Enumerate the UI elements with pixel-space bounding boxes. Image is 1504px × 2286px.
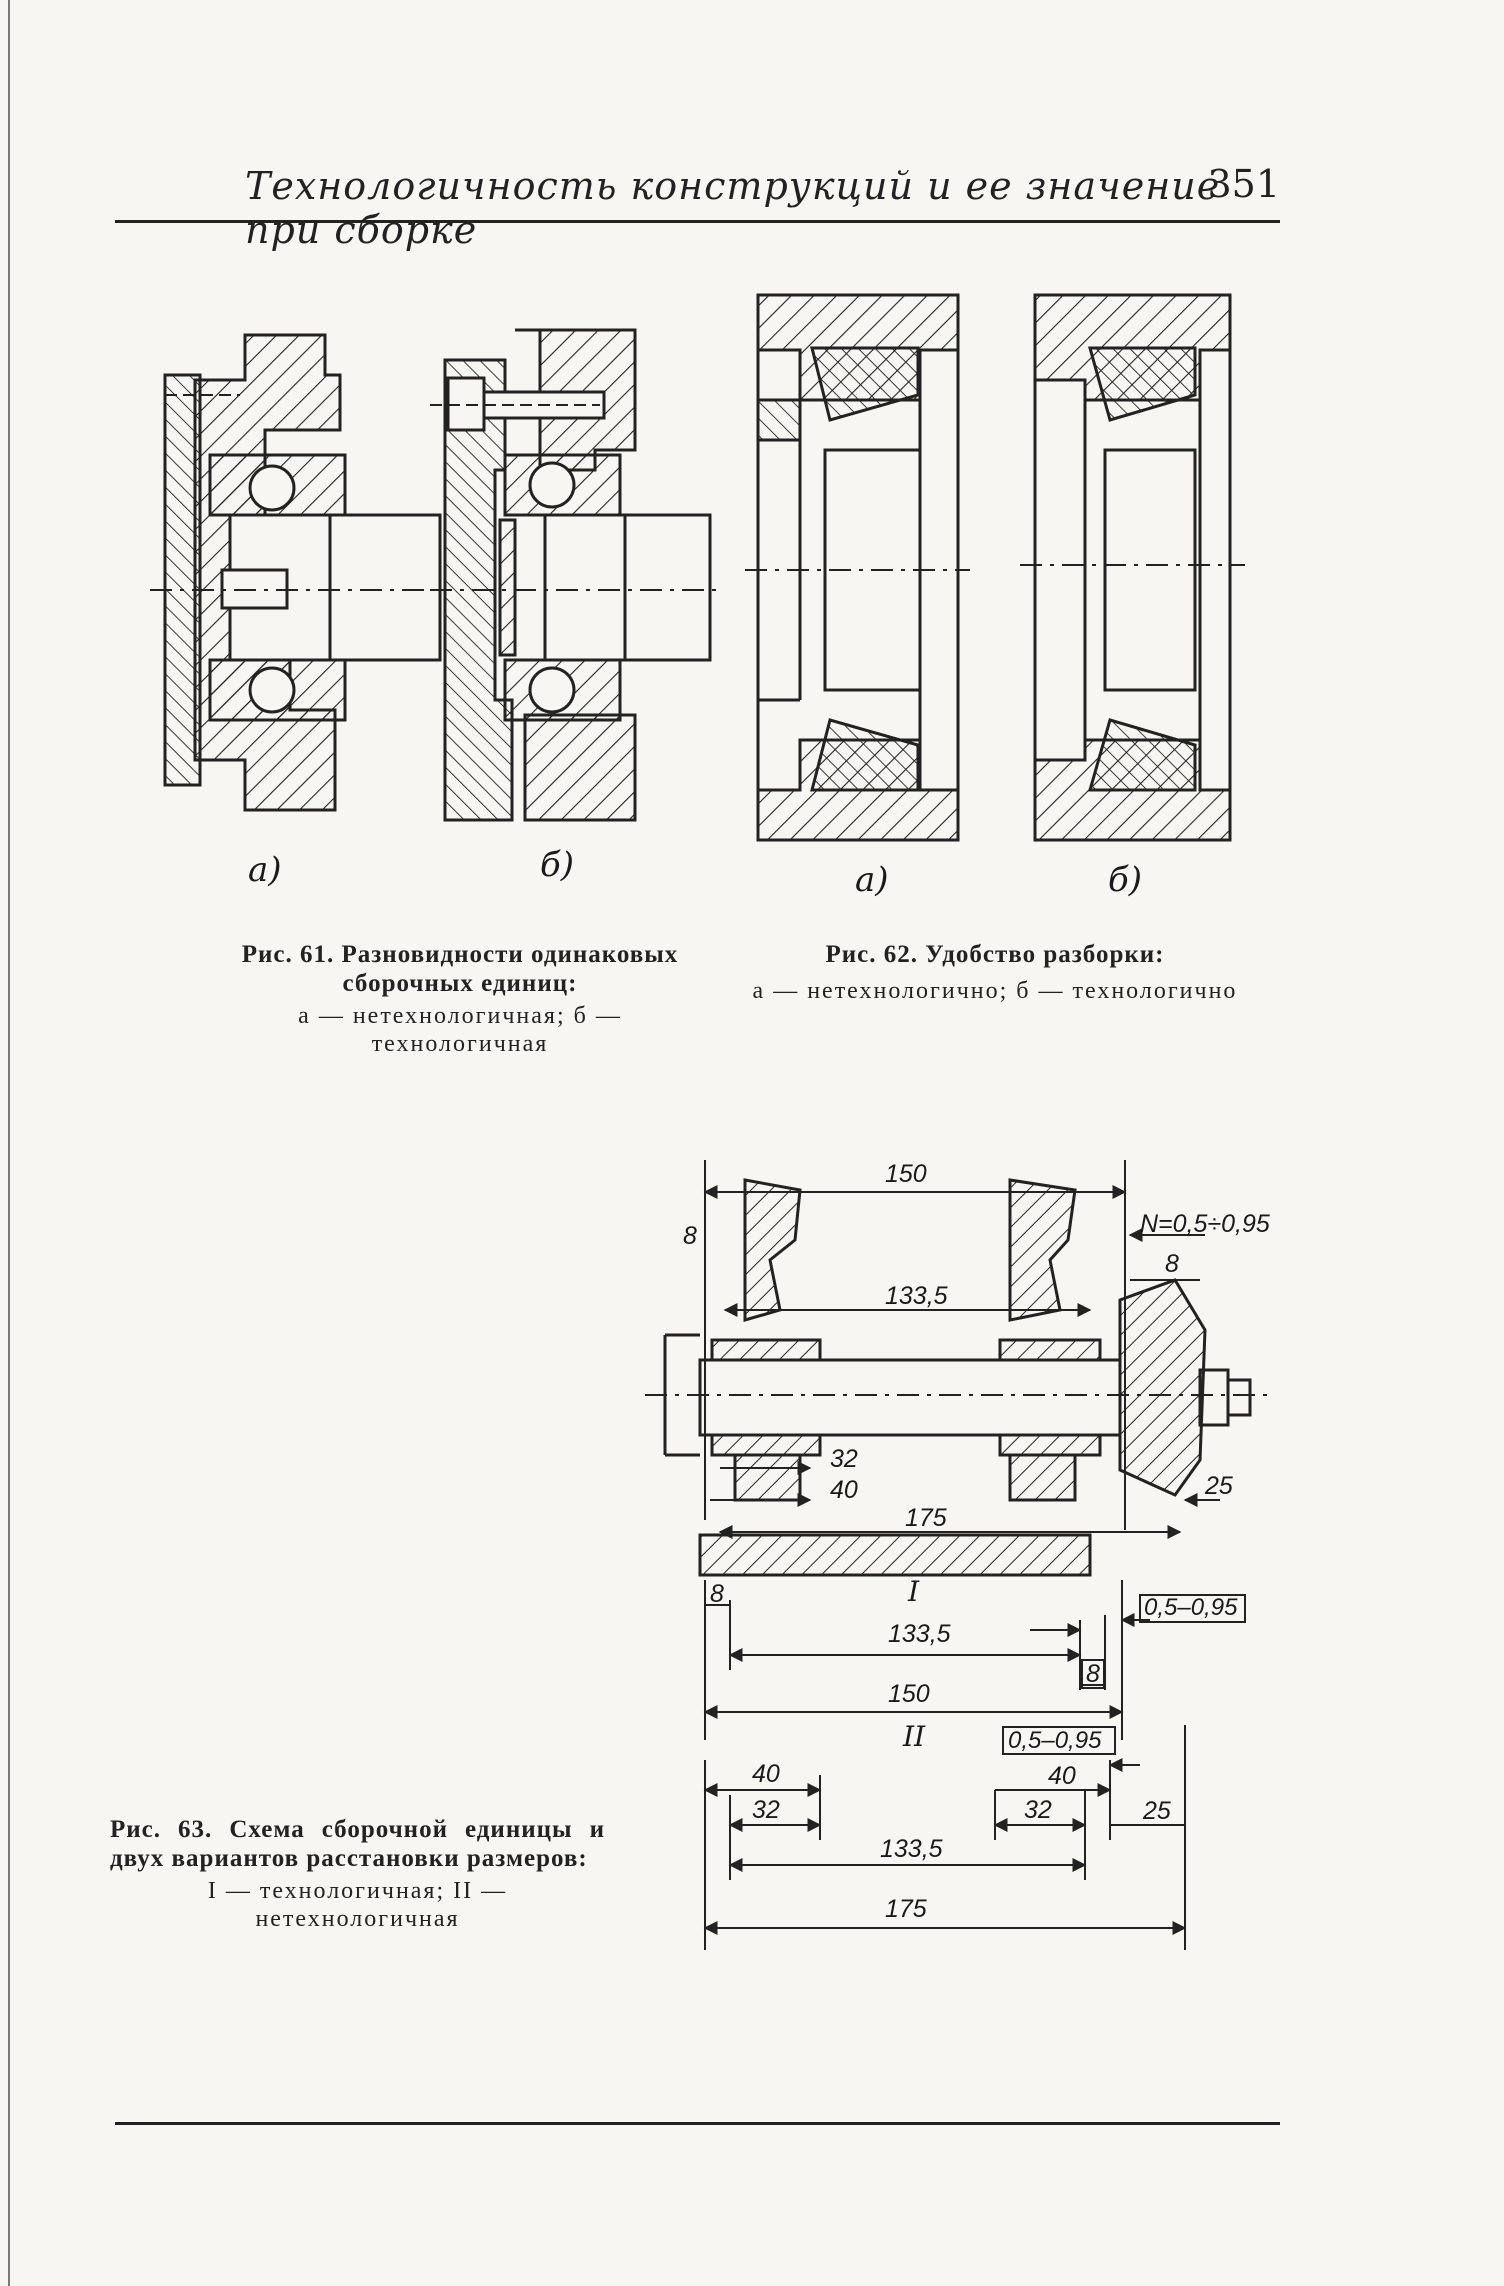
scheme-i-label: I	[908, 1575, 920, 1608]
dim-150-assembly: 150	[885, 1160, 927, 1188]
scheme-i-dim-8-right: 8	[1086, 1660, 1100, 1688]
scheme-i-dim-8-left: 8	[710, 1580, 724, 1608]
header-rule	[115, 220, 1280, 223]
running-head: Технологичность конструкций и ее значени…	[235, 158, 1280, 252]
page-number: 351	[1207, 162, 1280, 206]
scheme-ii-dim-175: 175	[885, 1895, 927, 1923]
scheme-ii-dim-32-left: 32	[752, 1796, 780, 1824]
fig63-caption-title: Рис. 63. Схема сборочной единицы и двух …	[110, 1816, 605, 1872]
running-title: Технологичность конструкций и ее значени…	[245, 164, 1221, 252]
fig63-caption: Рис. 63. Схема сборочной единицы и двух …	[110, 1815, 605, 1933]
scheme-ii-tolerance-box: 0,5–0,95	[1008, 1727, 1102, 1754]
fig63-caption-body: I — технологичная; II — нетехнологичная	[207, 1878, 508, 1932]
fig62-label-a: а)	[855, 860, 889, 900]
fig61-b-drawing	[430, 328, 720, 822]
scheme-ii-dim-133-5: 133,5	[880, 1835, 943, 1863]
scheme-ii-dim-40-left: 40	[752, 1760, 780, 1788]
scheme-ii-dim-25: 25	[1143, 1797, 1171, 1825]
dim-n-tolerance: N=0,5÷0,95	[1140, 1210, 1270, 1238]
footer-rule	[115, 2122, 1280, 2125]
dim-133-5-assembly: 133,5	[885, 1282, 948, 1310]
scheme-i-tolerance-box: 0,5–0,95	[1144, 1594, 1238, 1621]
dim-25-assembly: 25	[1205, 1472, 1233, 1500]
fig62-b-drawing	[1020, 293, 1245, 842]
scheme-i-dim-150: 150	[888, 1680, 930, 1708]
scheme-i-dim-133-5: 133,5	[888, 1620, 951, 1648]
scheme-ii-dim-32-right: 32	[1024, 1796, 1052, 1824]
fig62-caption-title: Рис. 62. Удобство разборки:	[825, 941, 1165, 968]
fig61-caption: Рис. 61. Разновидности одинаковых сбороч…	[210, 940, 710, 1058]
scheme-ii-dim-40-right: 40	[1048, 1762, 1076, 1790]
fig61-a-drawing	[150, 333, 450, 812]
fig61-label-a: а)	[248, 850, 282, 890]
page-binding-edge	[8, 0, 10, 2286]
dim-8-left-assembly: 8	[683, 1222, 697, 1250]
fig62-a-drawing	[745, 293, 970, 842]
scheme-ii-label: II	[903, 1720, 926, 1753]
figure-61-62-drawings	[150, 293, 1245, 842]
fig62-caption-body: а — нетехнологично; б — технологично	[752, 978, 1238, 1004]
fig61-caption-title: Рис. 61. Разновидности одинаковых сбороч…	[241, 941, 679, 997]
dim-40-assembly: 40	[830, 1476, 858, 1504]
dim-8-right-assembly: 8	[1165, 1250, 1179, 1278]
dim-32-assembly: 32	[830, 1445, 858, 1473]
dim-175-assembly: 175	[905, 1504, 947, 1532]
fig61-caption-body: а — нетехнологичная; б — технологичная	[298, 1003, 622, 1057]
fig62-label-b: б)	[1108, 860, 1143, 900]
figure-63-drawing	[645, 1160, 1275, 1950]
fig61-label-b: б)	[540, 845, 575, 885]
fig62-caption: Рис. 62. Удобство разборки: а — нетехнол…	[750, 940, 1240, 1005]
